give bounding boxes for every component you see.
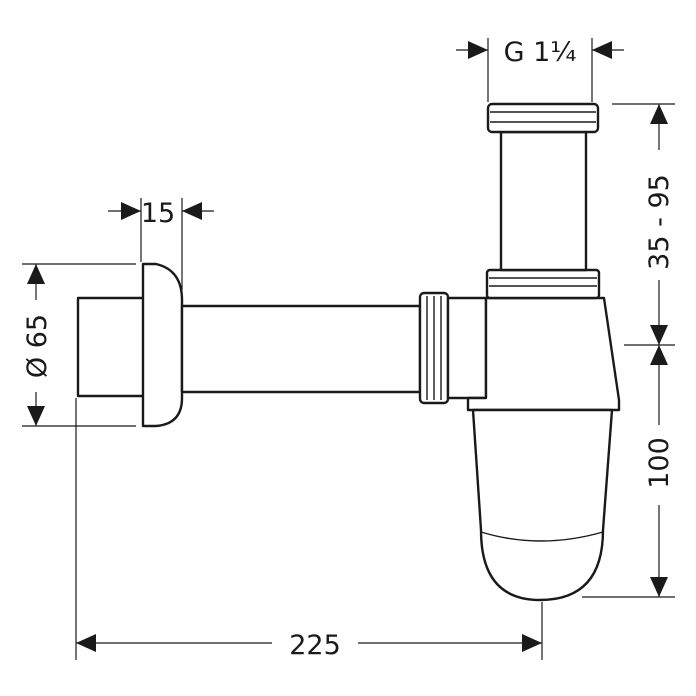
dimension-trap-depth: 100 bbox=[582, 345, 675, 598]
trap-depth-label: 100 bbox=[644, 437, 675, 489]
trap-nut bbox=[485, 268, 601, 300]
horizontal-pipe bbox=[180, 304, 422, 394]
rosette-depth-label: 15 bbox=[141, 198, 175, 229]
tail-pipe bbox=[486, 102, 600, 272]
dimension-overall-length: 225 bbox=[75, 398, 543, 661]
dimension-rosette-diameter: Ø 65 bbox=[22, 263, 136, 427]
overall-length-label: 225 bbox=[289, 630, 341, 661]
thread-label: G 1¼ bbox=[504, 37, 577, 68]
dimension-rosette-depth: 15 bbox=[108, 198, 214, 290]
wall-flange bbox=[76, 262, 184, 428]
dimension-thread: G 1¼ bbox=[456, 37, 624, 102]
trap-body bbox=[466, 296, 621, 602]
rosette-diameter-label: Ø 65 bbox=[22, 314, 53, 378]
union-nut bbox=[418, 291, 488, 405]
height-adjust-label: 35 - 95 bbox=[644, 174, 675, 270]
dimension-height-adjust: 35 - 95 bbox=[612, 103, 675, 346]
